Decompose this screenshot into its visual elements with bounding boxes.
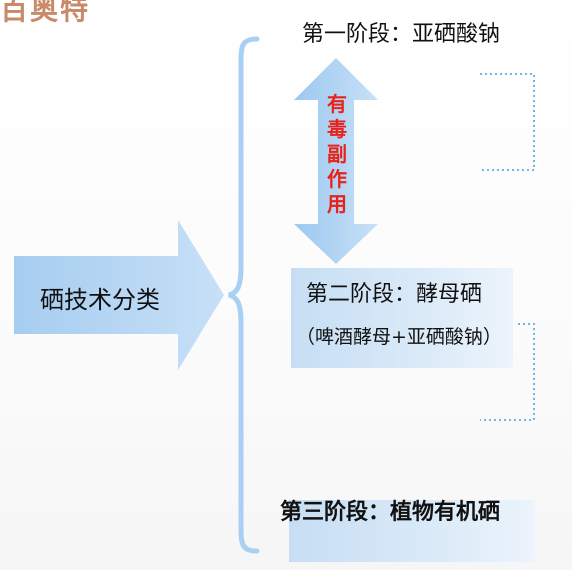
toxic-char: 作 xyxy=(327,167,347,191)
curly-brace xyxy=(228,36,260,554)
stage2-box xyxy=(291,268,513,368)
toxic-char: 副 xyxy=(327,142,347,166)
toxic-side-effect-label: 有 毒 副 作 用 xyxy=(322,92,352,217)
category-arrow xyxy=(14,220,224,370)
toxic-double-arrow xyxy=(294,58,378,264)
brand-logo: 百奥特 xyxy=(0,0,91,26)
stage1-connector xyxy=(480,73,535,171)
stage3-title: 第三阶段：植物有机硒 xyxy=(280,499,501,525)
toxic-char: 用 xyxy=(327,192,347,216)
category-label: 硒技术分类 xyxy=(40,286,160,314)
stage2-subtitle: （啤酒酵母+亚硒酸钠） xyxy=(296,326,502,348)
stage3-box xyxy=(289,500,535,562)
toxic-char: 毒 xyxy=(327,117,347,141)
stage2-title: 第二阶段：酵母硒 xyxy=(306,282,483,307)
stage1-title: 第一阶段：亚硒酸钠 xyxy=(302,22,501,47)
stage2-connector xyxy=(480,323,535,421)
toxic-char: 有 xyxy=(327,92,347,116)
